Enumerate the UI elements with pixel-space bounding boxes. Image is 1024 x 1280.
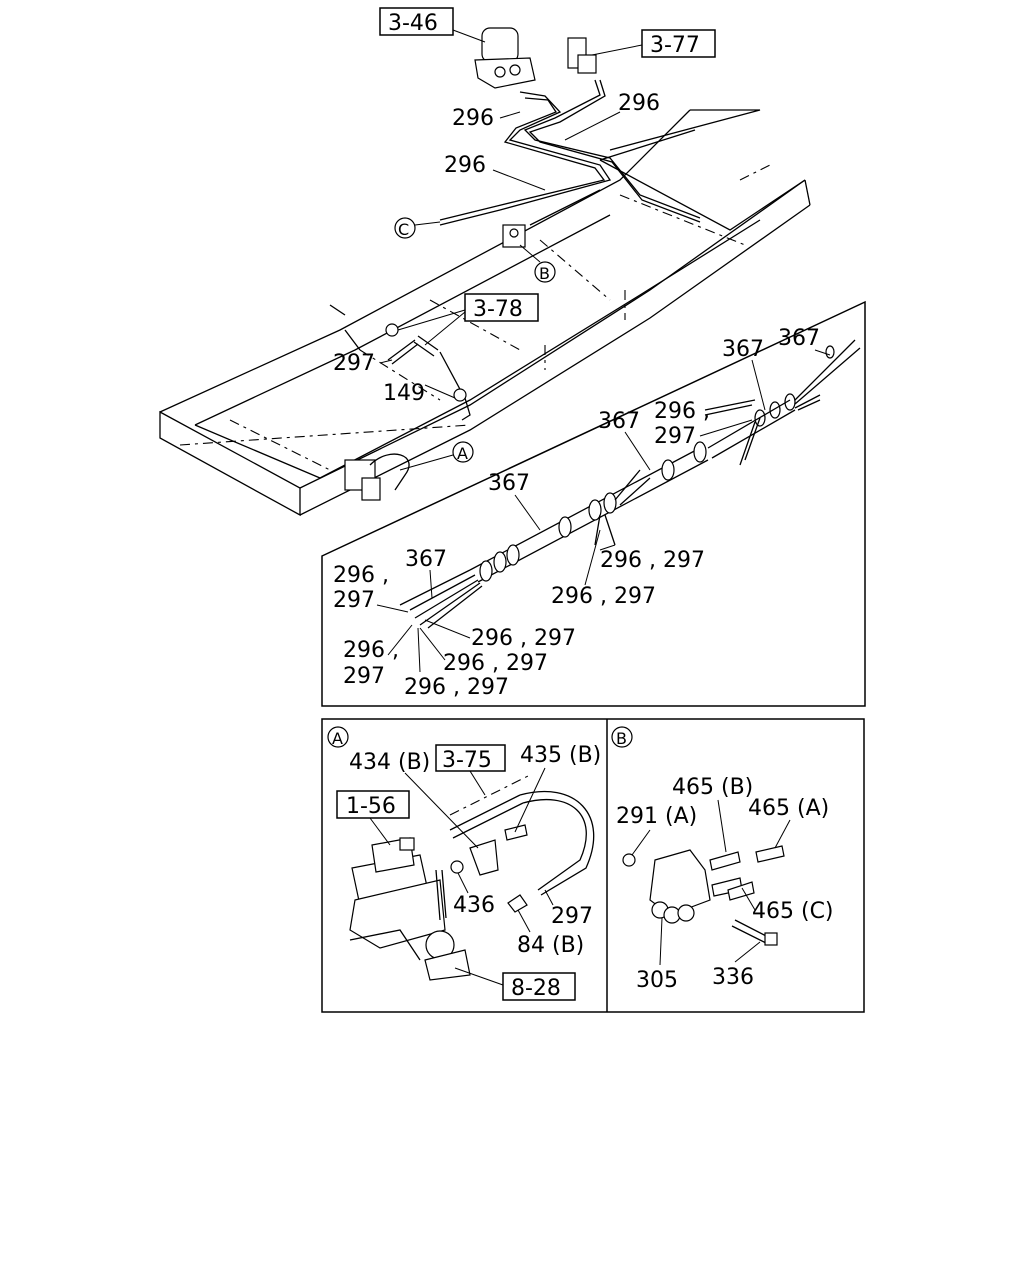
part-435b: 435 (B): [520, 743, 601, 768]
ref-label-3-78: 3-78: [473, 297, 523, 322]
ref-box-8-28: [502, 972, 576, 1001]
part-296-297-l3: 296 , 297: [471, 626, 576, 651]
callout-c-letter: C: [398, 220, 409, 239]
part-367-a: 367: [778, 326, 820, 351]
ref-label-8-28: 8-28: [511, 976, 561, 1001]
callout-b: [534, 261, 556, 283]
part-296-a: 296: [452, 106, 494, 131]
callout-b-letter: B: [539, 264, 550, 283]
part-305: 305: [636, 968, 678, 993]
part-367-d: 367: [488, 471, 530, 496]
callout-c: [394, 217, 416, 239]
part-367-e: 367: [405, 547, 447, 572]
part-367-b: 367: [722, 337, 764, 362]
part-296-297-l2a: 296 ,: [343, 638, 399, 663]
chassis-frame: [159, 109, 811, 517]
panel-b-marker: [611, 726, 633, 748]
panel-b-letter: B: [616, 729, 627, 748]
panel-b-assembly: [622, 845, 785, 946]
ref-box-3-77: [641, 29, 716, 58]
part-296-b: 296: [618, 91, 660, 116]
clip-and-bolt: [385, 323, 467, 402]
panel-a-marker: [327, 726, 349, 748]
detail-panels-frame: [321, 718, 865, 1013]
ref-box-3-46: [379, 7, 454, 36]
part-296-c: 296: [444, 153, 486, 178]
ref-label-3-77: 3-77: [650, 33, 700, 58]
callout-a: [452, 441, 474, 463]
part-465a: 465 (A): [748, 796, 829, 821]
junction-block-a: [344, 453, 410, 501]
ref-label-3-75: 3-75: [442, 748, 492, 773]
part-436: 436: [453, 893, 495, 918]
part-367-c: 367: [598, 409, 640, 434]
ref-box-3-78: [464, 293, 539, 322]
part-297-top: 297: [333, 351, 375, 376]
part-465b: 465 (B): [672, 775, 753, 800]
panel-a-assembly: [349, 774, 595, 981]
ref-label-3-46: 3-46: [388, 11, 438, 36]
part-336: 336: [712, 965, 754, 990]
part-296-297-l1a: 296 ,: [333, 563, 389, 588]
part-296-297-l1b: 297: [333, 588, 375, 613]
harness-inset-panel: [321, 300, 866, 707]
part-296-297-r3: 296 , 297: [551, 584, 656, 609]
air-dryer: [474, 27, 536, 89]
part-296-297-r1b: 297: [654, 424, 696, 449]
junction-block-b: [502, 224, 526, 248]
part-296-297-l5: 296 , 297: [404, 675, 509, 700]
ref-box-1-56: [336, 790, 410, 819]
part-84b: 84 (B): [517, 933, 584, 958]
part-296-297-l4: 296 , 297: [443, 651, 548, 676]
ref-label-1-56: 1-56: [346, 794, 396, 819]
part-149: 149: [383, 381, 425, 406]
callout-a-letter: A: [457, 444, 468, 463]
part-296-297-l2b: 297: [343, 664, 385, 689]
valve-3-77: [567, 37, 597, 74]
part-296-297-r1a: 296 ,: [654, 399, 710, 424]
air-pipes: [439, 79, 701, 226]
part-291a: 291 (A): [616, 804, 697, 829]
panel-a-letter: A: [332, 729, 343, 748]
part-296-297-r2: 296 , 297: [600, 548, 705, 573]
ref-box-3-75: [435, 744, 506, 772]
part-434b: 434 (B): [349, 750, 430, 775]
part-465c: 465 (C): [752, 899, 834, 924]
part-297-a: 297: [551, 904, 593, 929]
harness-bundle: [399, 339, 861, 629]
